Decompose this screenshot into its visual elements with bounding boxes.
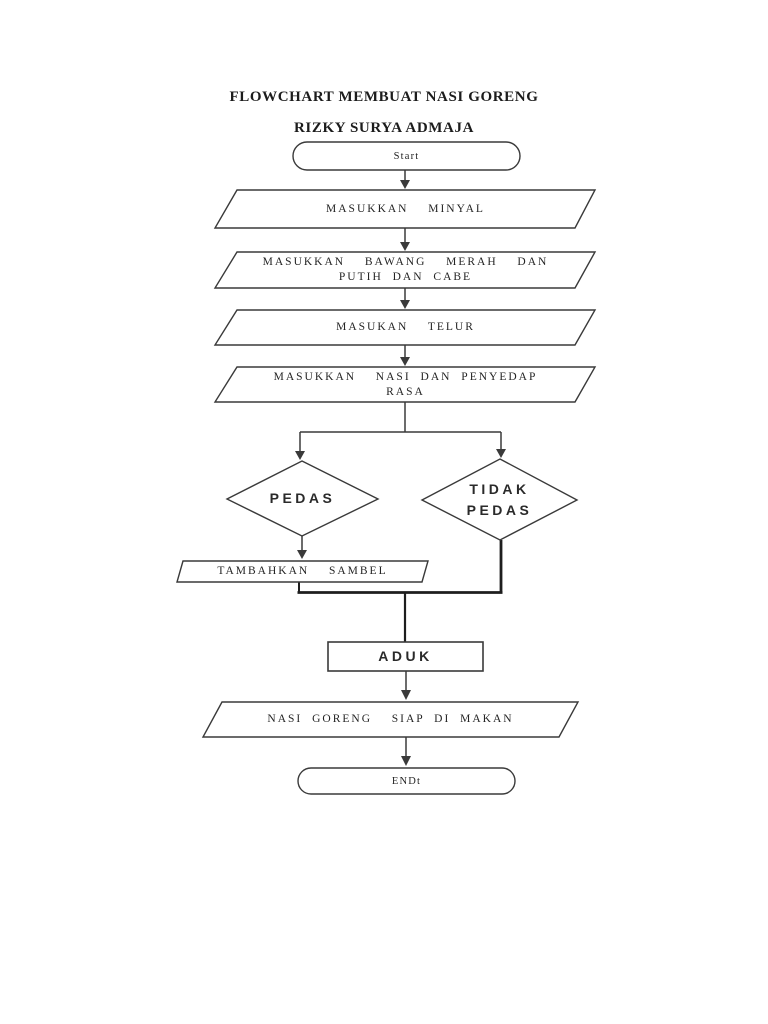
io-siap-shape	[201, 701, 580, 738]
io-nasi-shape	[213, 366, 597, 403]
decision-pedas-shape	[225, 460, 380, 537]
connector-telur-to-nasi	[400, 345, 410, 366]
io-bawang-shape	[213, 251, 597, 289]
io-telur-shape	[213, 309, 597, 346]
start-terminator-shape	[292, 141, 521, 171]
connector-start-to-minyak	[400, 170, 410, 189]
end-terminator-shape	[297, 767, 516, 795]
decision-tidak-pedas-shape	[420, 458, 579, 541]
connector-bawang-to-telur	[400, 288, 410, 309]
connector-split-to-decisions	[295, 402, 506, 460]
page-title: FLOWCHART MEMBUAT NASI GORENG	[229, 89, 539, 105]
connector-minyak-to-bawang	[400, 228, 410, 251]
io-minyak-shape	[213, 189, 597, 229]
connector-merge-lines	[297, 540, 503, 642]
page-subtitle: RIZKY SURYA ADMAJA	[293, 120, 475, 136]
connector-aduk-to-siap	[401, 671, 411, 700]
connector-pedas-to-sambel	[297, 536, 307, 559]
connector-siap-to-end	[401, 737, 411, 766]
process-aduk-shape	[327, 641, 484, 672]
io-sambel-shape	[176, 560, 429, 583]
